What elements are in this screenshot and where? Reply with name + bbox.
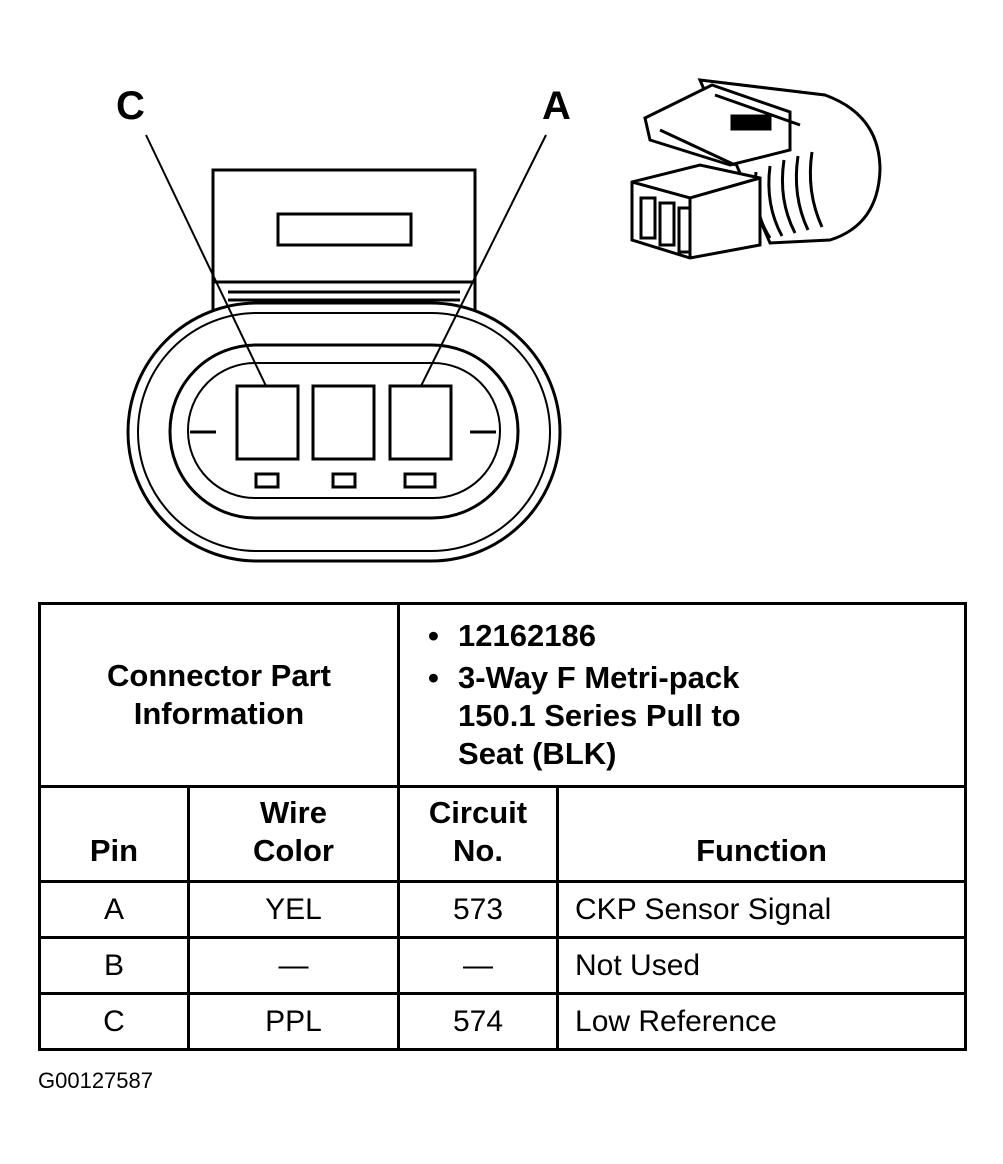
bullet-icon: • (428, 660, 439, 695)
bullet-line: 150.1 Series Pull to (458, 698, 741, 733)
header-circuit-no: Circuit No. (397, 785, 560, 883)
circuit-cell: 573 (397, 880, 560, 939)
connector-inner-shell (168, 343, 520, 520)
function-cell: Low Reference (556, 992, 968, 1051)
connector-diagram: C A (116, 78, 882, 563)
header-wire-color: Wire Color (186, 785, 401, 883)
circuit-cell: 574 (397, 992, 560, 1051)
bullet-line: 3-Way F Metri-pack (458, 660, 740, 695)
part-info-label-cell: Connector Part Information (37, 602, 401, 788)
connector-outer-shell (126, 301, 562, 563)
connector-face-drawing (126, 78, 882, 563)
table-row: A YEL 573 CKP Sensor Signal (38, 880, 968, 939)
header-pin: Pin (38, 785, 190, 883)
connector-type-bullet: • 3-Way F Metri-pack 150.1 Series Pull t… (428, 659, 964, 773)
function-cell: CKP Sensor Signal (556, 880, 968, 939)
tab-3 (403, 472, 437, 489)
circuit-cell: — (397, 936, 560, 995)
part-info-bullets-cell: • 12162186 • 3-Way F Metri-pack 150.1 Se… (397, 602, 968, 788)
leader-line-a (420, 134, 547, 387)
part-info-label-line: Information (133, 696, 305, 731)
column-header-row: Pin Wire Color Circuit No. Function (38, 785, 968, 883)
latch-housing (211, 168, 477, 284)
pin-cell: B (38, 936, 190, 995)
part-info-row: Connector Part Information • 12162186 • … (37, 602, 968, 788)
header-function-text: Function (696, 833, 827, 868)
header-wire-color-line: Wire (260, 795, 327, 830)
tab-1 (254, 472, 280, 489)
table-row: B — — Not Used (38, 936, 968, 995)
connector-perspective-drawing (630, 78, 882, 260)
bullet-line: 12162186 (458, 618, 596, 653)
latch-window (276, 212, 413, 247)
table-row: C PPL 574 Low Reference (38, 992, 968, 1051)
wire-color-cell: PPL (186, 992, 401, 1051)
connector-info-table: Connector Part Information • 12162186 • … (37, 602, 968, 1051)
pin-label-a: A (542, 84, 571, 128)
bullet-line: Seat (BLK) (458, 736, 617, 771)
header-function: Function (556, 785, 968, 883)
header-circuit-line: No. (453, 833, 503, 868)
cavity-c (235, 384, 300, 461)
part-info-label-line: Connector Part (107, 658, 331, 693)
wire-color-cell: — (186, 936, 401, 995)
wire-color-cell: YEL (186, 880, 401, 939)
cavity-a (388, 384, 453, 461)
header-pin-text: Pin (89, 833, 139, 868)
bullet-icon: • (428, 618, 439, 653)
pin-label-c: C (116, 84, 145, 128)
cavity-b (311, 384, 376, 461)
function-cell: Not Used (556, 936, 968, 995)
figure-id: G00127587 (38, 1068, 153, 1093)
tab-2 (331, 472, 357, 489)
header-wire-color-line: Color (253, 833, 334, 868)
leader-line-c (145, 134, 267, 387)
pin-cell: C (38, 992, 190, 1051)
header-circuit-line: Circuit (428, 795, 528, 830)
part-number-bullet: • 12162186 (428, 617, 964, 655)
pin-cell: A (38, 880, 190, 939)
